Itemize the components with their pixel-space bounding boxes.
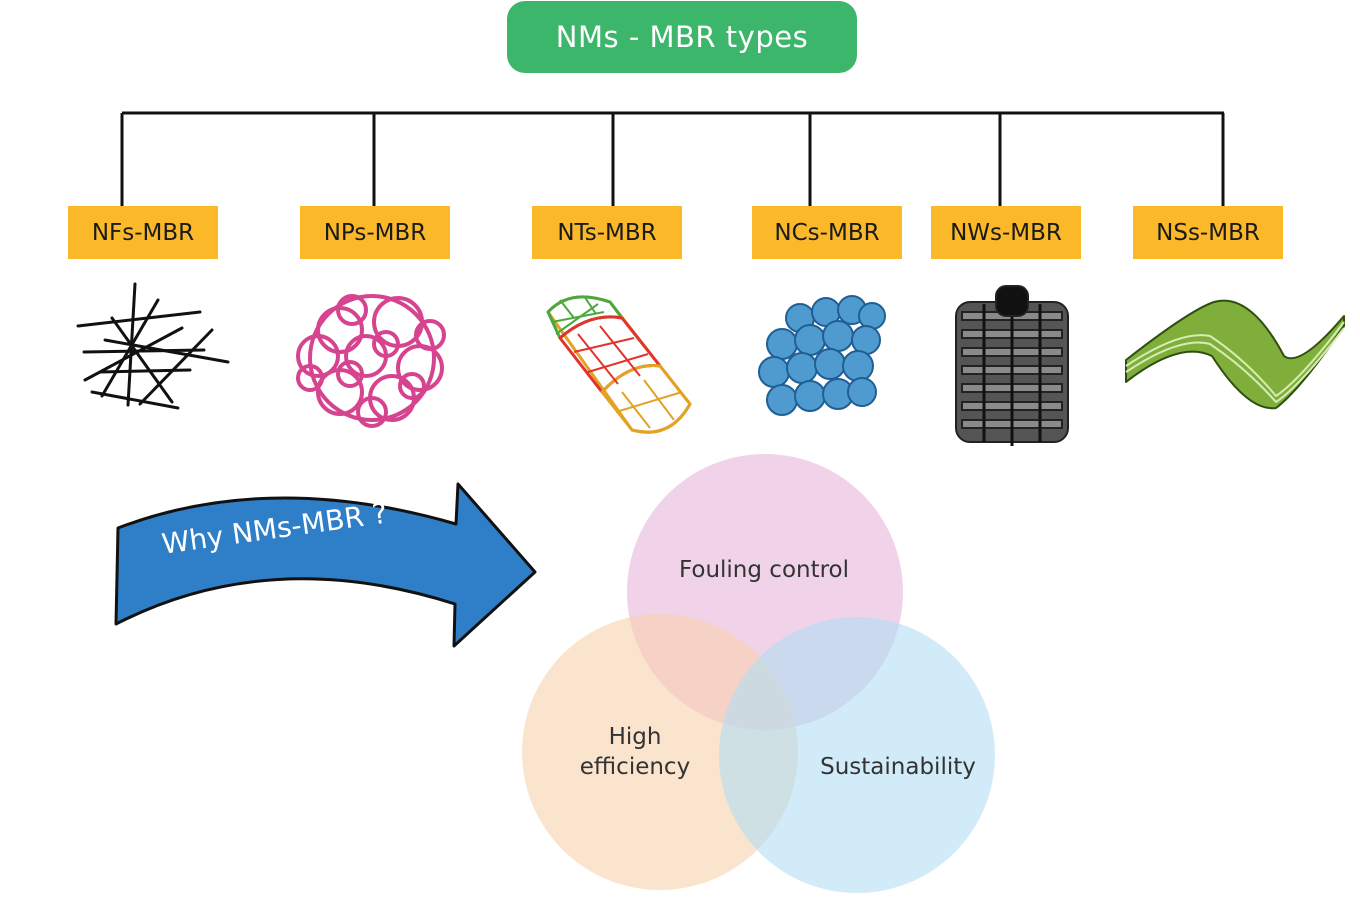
type-box-nss: NSs-MBR xyxy=(1133,206,1283,259)
title-pill: NMs - MBR types xyxy=(507,1,857,73)
type-label: NSs-MBR xyxy=(1156,219,1260,246)
venn-label-sustainability: Sustainability xyxy=(820,754,976,780)
venn-circle-sustainability xyxy=(719,617,995,893)
venn-circle-efficiency xyxy=(522,614,798,890)
type-label: NWs-MBR xyxy=(950,219,1062,246)
nanoclusters-icon xyxy=(758,295,886,416)
type-label: NCs-MBR xyxy=(774,219,880,246)
nanowires-icon xyxy=(955,285,1069,446)
type-label: NFs-MBR xyxy=(91,219,195,246)
nanotube-icon xyxy=(546,295,692,434)
type-box-nws: NWs-MBR xyxy=(931,206,1081,259)
type-label: NTs-MBR xyxy=(557,219,657,246)
venn-label-fouling: Fouling control xyxy=(678,557,850,583)
nanosheet-icon xyxy=(1125,299,1345,410)
nanofibers-icon xyxy=(76,282,230,410)
nanoparticles-icon xyxy=(296,294,446,428)
type-box-nps: NPs-MBR xyxy=(300,206,450,259)
type-box-ncs: NCs-MBR xyxy=(752,206,902,259)
why-arrow xyxy=(114,482,537,648)
venn-label-efficiency: High efficiency xyxy=(579,724,691,780)
tree-connectors xyxy=(120,111,1225,206)
type-box-nfs: NFs-MBR xyxy=(68,206,218,259)
title-text: NMs - MBR types xyxy=(555,20,809,54)
venn-diagram xyxy=(522,454,995,893)
type-box-nts: NTs-MBR xyxy=(532,206,682,259)
type-label: NPs-MBR xyxy=(323,219,427,246)
